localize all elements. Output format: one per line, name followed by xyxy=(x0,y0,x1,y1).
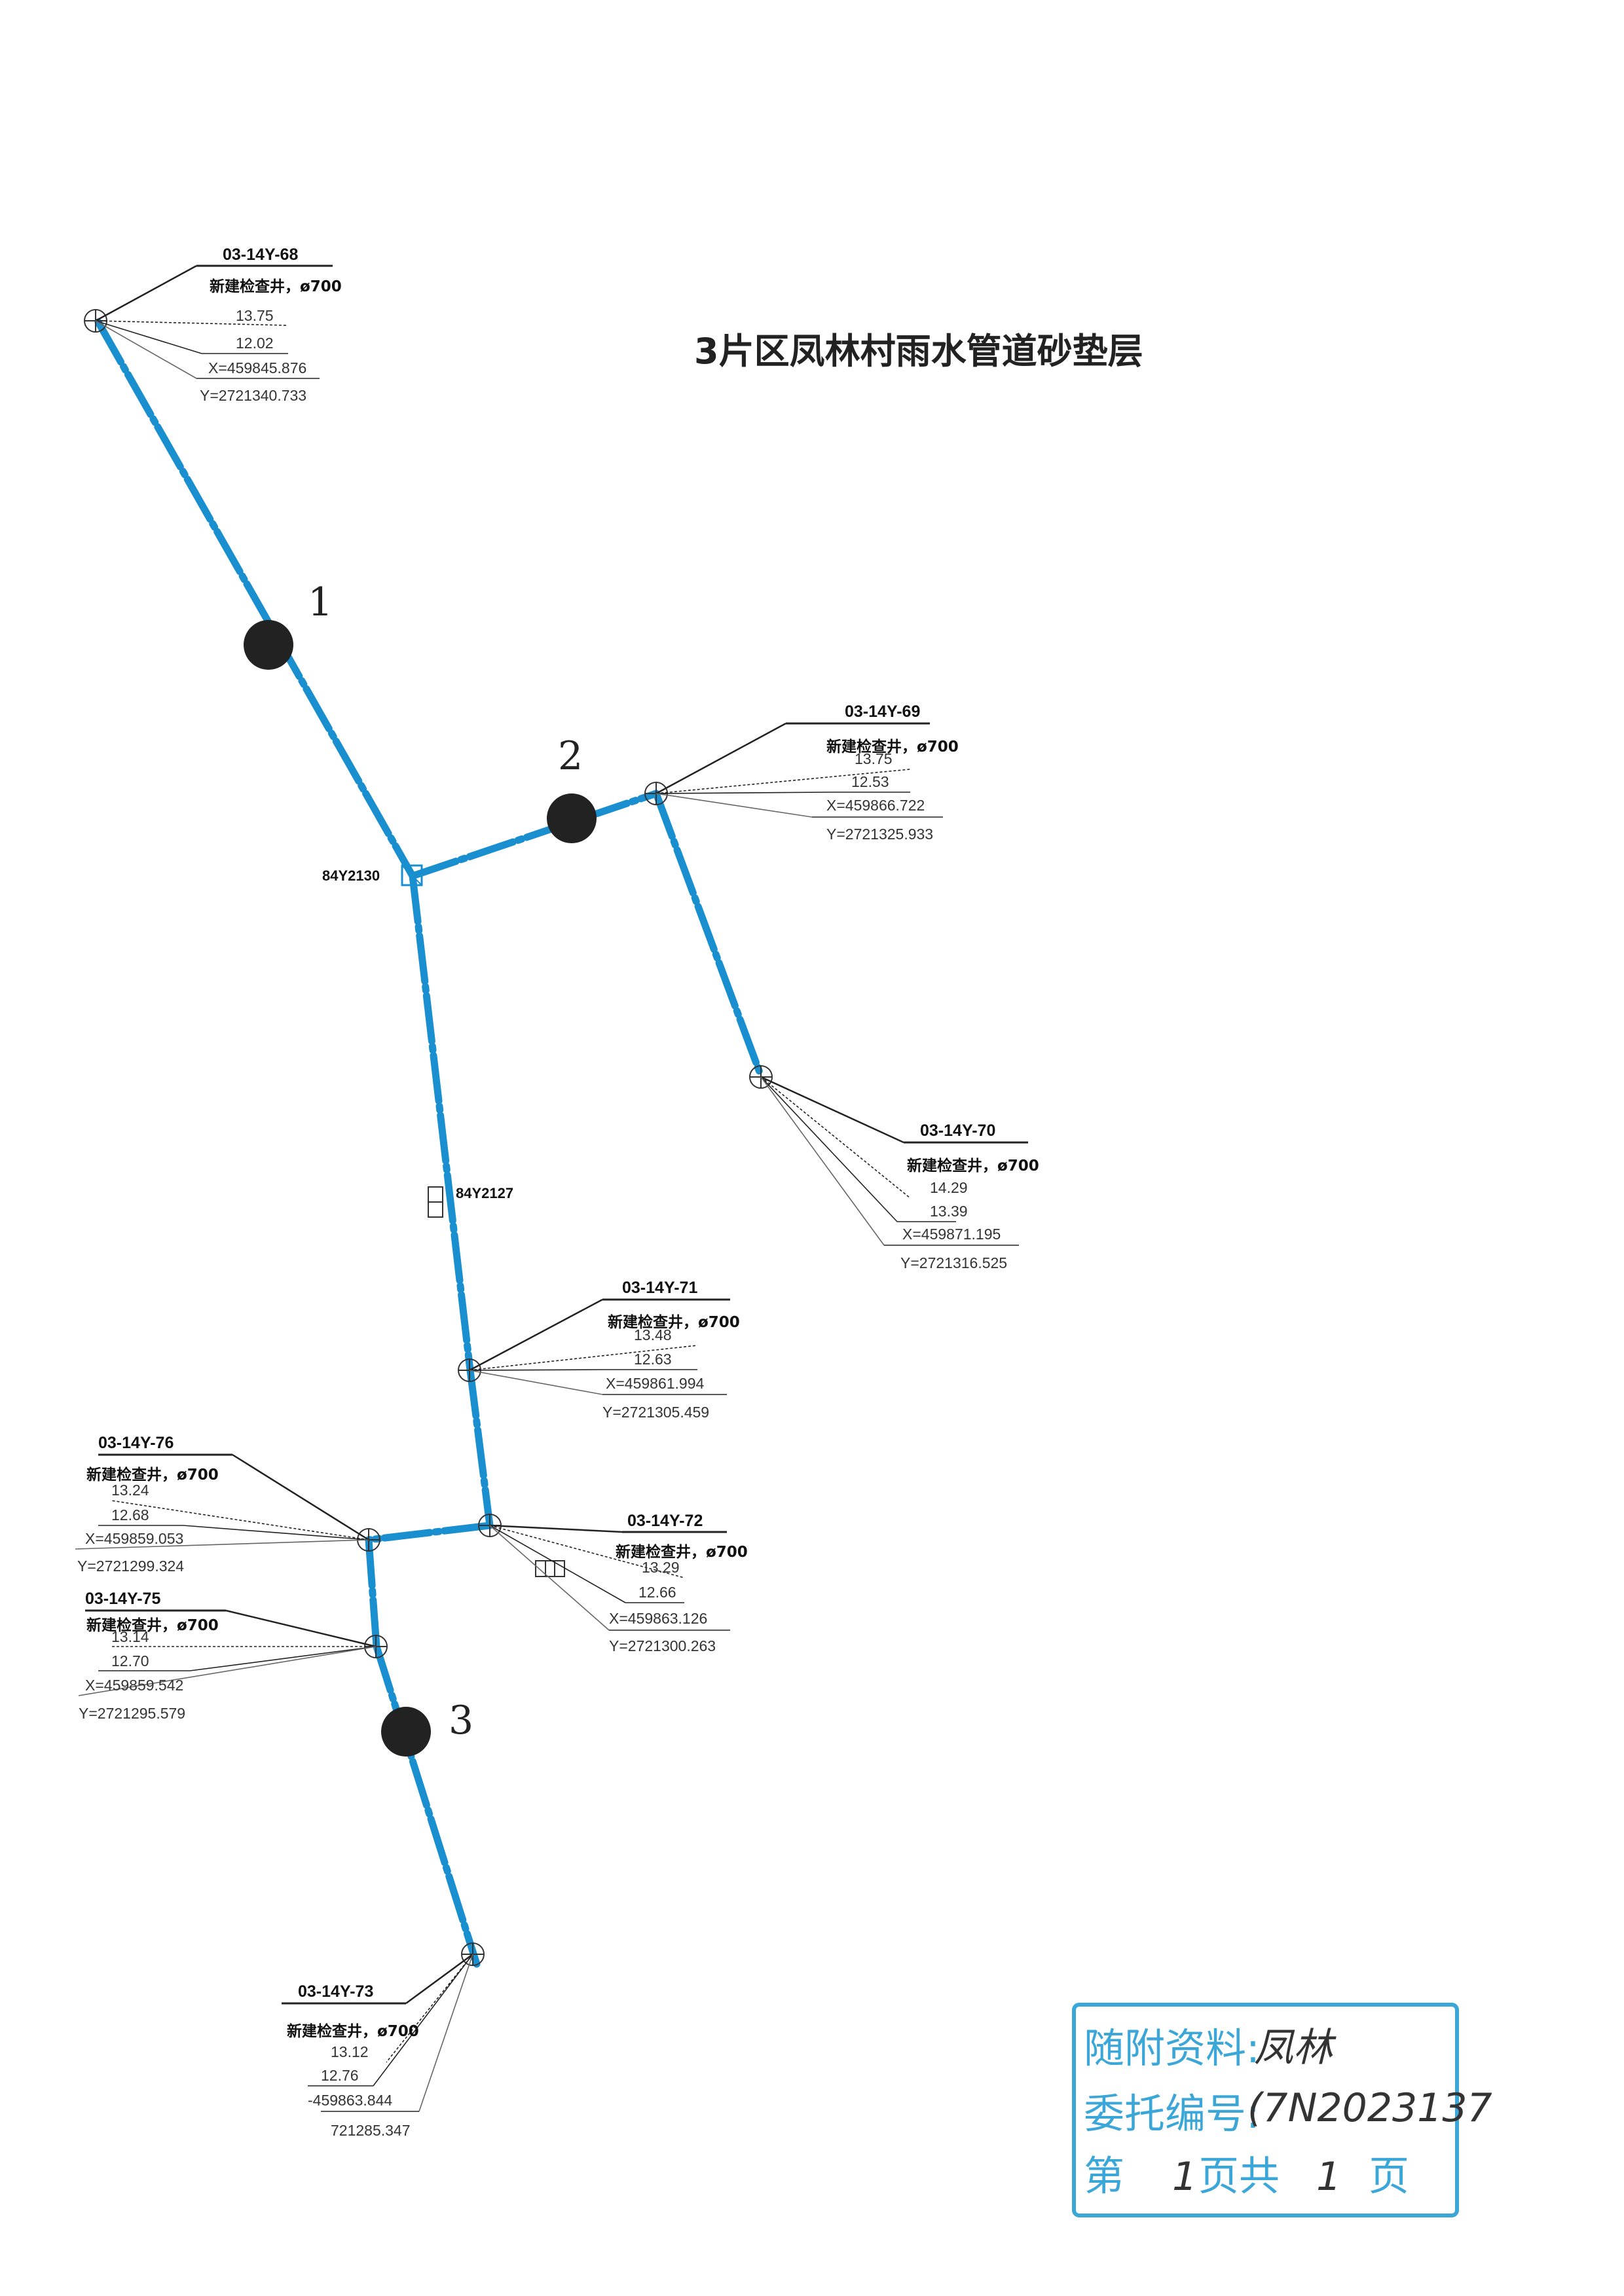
existing-well-84Y2130 xyxy=(401,864,423,886)
inlet-box-72 xyxy=(535,1560,565,1577)
well-elevation-top: 14.29 xyxy=(930,1179,968,1196)
well-y-coordinate: Y=2721295.579 xyxy=(79,1705,185,1722)
well-y-coordinate: Y=2721305.459 xyxy=(602,1404,709,1421)
well-elevation-top: 13.24 xyxy=(111,1482,149,1499)
sample-dot xyxy=(381,1707,431,1757)
sample-marker-1: 1 xyxy=(244,579,333,670)
pipe-71-72 xyxy=(466,1366,494,1529)
well-x-coordinate: X=459863.126 xyxy=(609,1610,707,1627)
stamp-commission-label: 委托编号: xyxy=(1084,2090,1260,2138)
well-x-coordinate: X=459871.195 xyxy=(902,1226,1001,1243)
pipe-2130-69 xyxy=(409,790,660,880)
sample-number: 1 xyxy=(308,579,333,625)
well-label-76: 03-14Y-76 新建检查井，ø700 13.24 12.68 X=45985… xyxy=(77,1434,219,1575)
well-label-73: 03-14Y-73 新建检查井，ø700 13.12 12.76 -459863… xyxy=(287,1982,419,2139)
well-elevation-bottom: 12.66 xyxy=(638,1584,676,1601)
sample-number: 2 xyxy=(558,733,583,779)
well-elevation-top: 13.75 xyxy=(236,307,274,324)
well-elevation-bottom: 12.68 xyxy=(111,1506,149,1523)
well-y-coordinate: Y=2721340.733 xyxy=(200,387,306,404)
existing-well-label-84Y2130: 84Y2130 xyxy=(322,867,380,884)
well-label-71: 03-14Y-71 新建检查井，ø700 13.48 12.63 X=45986… xyxy=(602,1279,740,1421)
well-y-coordinate: Y=2721300.263 xyxy=(609,1637,716,1654)
well-elevation-bottom: 12.53 xyxy=(851,773,889,790)
well-type: 新建检查井，ø700 xyxy=(826,738,959,756)
well-name: 03-14Y-68 xyxy=(223,246,298,264)
well-label-68: 03-14Y-68 新建检查井，ø700 13.75 12.02 X=45984… xyxy=(200,246,342,404)
sample-number: 3 xyxy=(449,1698,473,1743)
handwritten-page: 1 xyxy=(1172,2154,1197,2200)
well-type: 新建检查井，ø700 xyxy=(210,278,342,295)
well-elevation-bottom: 12.76 xyxy=(321,2067,359,2084)
well-name: 03-14Y-69 xyxy=(845,702,920,721)
pipe-2130-71 xyxy=(409,872,474,1374)
well-elevation-top: 13.14 xyxy=(111,1628,149,1645)
well-label-72: 03-14Y-72 新建检查井，ø700 13.29 12.66 X=45986… xyxy=(609,1512,748,1654)
well-x-coordinate: X=459859.542 xyxy=(85,1677,183,1694)
pipe-75-73 xyxy=(373,1643,481,1968)
well-x-coordinate: X=459859.053 xyxy=(85,1530,183,1547)
well-name: 03-14Y-71 xyxy=(622,1279,697,1297)
handwritten-commission-no: (7N2023137 xyxy=(1247,2085,1492,2131)
well-y-coordinate: Y=2721325.933 xyxy=(826,826,933,843)
well-elevation-top: 13.75 xyxy=(855,750,893,767)
handwritten-total: 1 xyxy=(1316,2154,1341,2200)
well-x-coordinate: X=459845.876 xyxy=(208,359,306,376)
leader-lines xyxy=(75,264,1028,2112)
well-elevation-bottom: 12.63 xyxy=(634,1351,672,1368)
sample-marker-2: 2 xyxy=(547,733,597,843)
drawing-title: 3片区凤林村雨水管道砂垫层 xyxy=(694,331,1143,372)
stamp-attachments-label: 随附资料: xyxy=(1084,2024,1260,2072)
sample-dot xyxy=(244,620,293,670)
well-elevation-bottom: 12.02 xyxy=(236,335,274,352)
pipe-69-70 xyxy=(652,790,765,1080)
inspection-stamp: 随附资料: 委托编号: 第 页共 页 凤林 (7N2023137 1 1 xyxy=(1072,2003,1492,2217)
sample-dot xyxy=(547,793,597,843)
well-name: 03-14Y-76 xyxy=(98,1434,174,1452)
well-symbols xyxy=(84,309,773,1966)
well-label-70: 03-14Y-70 新建检查井，ø700 14.29 13.39 X=45987… xyxy=(900,1121,1039,1271)
pipe-72-76 xyxy=(365,1522,494,1544)
well-name: 03-14Y-72 xyxy=(627,1512,703,1530)
existing-well-84Y2127 xyxy=(428,1186,443,1218)
stamp-page-label: 页共 xyxy=(1198,2152,1280,2200)
stamp-page-end: 页 xyxy=(1369,2152,1409,2200)
sample-marker-3: 3 xyxy=(381,1698,473,1757)
well-elevation-bottom: 13.39 xyxy=(930,1203,968,1220)
well-name: 03-14Y-73 xyxy=(298,1982,373,2001)
well-x-coordinate: -459863.844 xyxy=(308,2092,392,2109)
well-name: 03-14Y-75 xyxy=(85,1590,160,1608)
well-x-coordinate: X=459866.722 xyxy=(826,797,925,814)
well-type: 新建检查井，ø700 xyxy=(608,1313,740,1331)
handwritten-attachment: 凤林 xyxy=(1254,2025,1337,2071)
well-type: 新建检查井，ø700 xyxy=(616,1543,748,1561)
well-elevation-top: 13.48 xyxy=(634,1326,672,1343)
pipe-68-2130 xyxy=(94,318,416,880)
pipe-network xyxy=(94,318,765,1968)
well-type: 新建检查井，ø700 xyxy=(86,1616,219,1634)
existing-well-label-84Y2127: 84Y2127 xyxy=(456,1185,513,1201)
pipe-76-75 xyxy=(365,1536,380,1650)
well-label-69: 03-14Y-69 新建检查井，ø700 13.75 12.53 X=45986… xyxy=(826,702,959,843)
well-type: 新建检查井，ø700 xyxy=(907,1157,1039,1175)
well-name: 03-14Y-70 xyxy=(920,1121,995,1140)
well-y-coordinate: 721285.347 xyxy=(331,2122,411,2139)
well-elevation-bottom: 12.70 xyxy=(111,1652,149,1669)
stamp-page-prefix: 第 xyxy=(1084,2152,1124,2200)
well-type: 新建检查井，ø700 xyxy=(287,2022,419,2040)
well-x-coordinate: X=459861.994 xyxy=(606,1375,704,1392)
well-y-coordinate: Y=2721316.525 xyxy=(900,1254,1007,1271)
well-label-75: 03-14Y-75 新建检查井，ø700 13.14 12.70 X=45985… xyxy=(79,1590,219,1722)
well-type: 新建检查井，ø700 xyxy=(86,1466,219,1484)
well-elevation-top: 13.29 xyxy=(642,1559,680,1576)
well-elevation-top: 13.12 xyxy=(331,2043,369,2060)
well-y-coordinate: Y=2721299.324 xyxy=(77,1558,184,1575)
